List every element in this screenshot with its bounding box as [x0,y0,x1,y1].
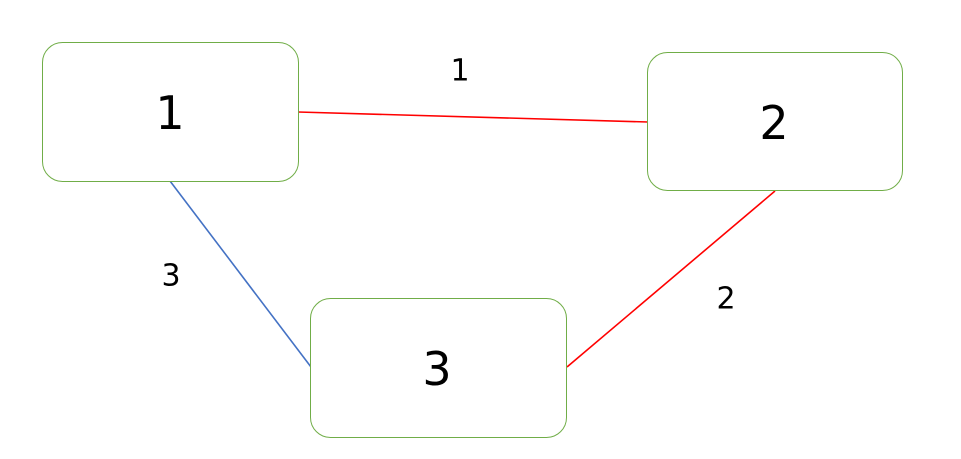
node-1: 1 [42,42,299,182]
node-3-box [310,298,567,438]
edge-weight-2-3: 2 [716,282,735,317]
node-1-label: 1 [155,86,184,140]
edge-2-3 [566,190,776,368]
edge-weight-1-2: 1 [450,54,469,89]
node-3: 3 [310,298,567,438]
edge-weight-1-3: 3 [161,259,180,294]
edge-1-3 [169,180,312,368]
edge-1-2 [297,111,649,123]
node-2: 2 [647,52,903,191]
node-1-box [42,42,299,182]
node-2-box [647,52,903,191]
node-2-label: 2 [759,96,788,150]
node-3-label: 3 [422,342,451,396]
